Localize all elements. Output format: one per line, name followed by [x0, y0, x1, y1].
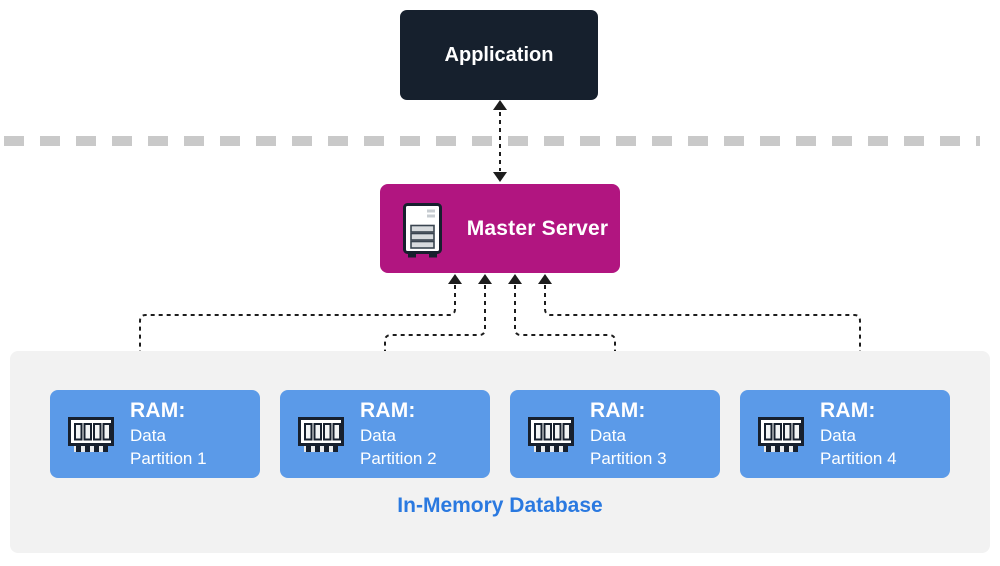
- ram-line-1: Data: [590, 426, 626, 445]
- application-label: Application: [444, 43, 554, 66]
- ram-partition-4-text: RAM: Data Partition 4: [820, 398, 897, 470]
- ram-partition-2-text: RAM: Data Partition 2: [360, 398, 437, 470]
- ram-stick-icon: [68, 417, 114, 453]
- tier-divider-dashed-line: [4, 136, 980, 146]
- ram-line-2: Partition 4: [820, 449, 897, 468]
- ram-partition-4-node: RAM: Data Partition 4: [740, 390, 950, 478]
- master-server-label: Master Server: [466, 216, 609, 240]
- ram-heading: RAM:: [820, 399, 876, 422]
- ram-heading: RAM:: [360, 399, 416, 422]
- ram-partition-1-node: RAM: Data Partition 1: [50, 390, 260, 478]
- in-memory-database-panel: RAM: Data Partition 1: [10, 351, 990, 553]
- ram-partition-3-node: RAM: Data Partition 3: [510, 390, 720, 478]
- server-tower-icon: [403, 203, 443, 259]
- ram-line-2: Partition 3: [590, 449, 667, 468]
- ram-line-2: Partition 1: [130, 449, 207, 468]
- ram-heading: RAM:: [590, 399, 646, 422]
- ram-line-1: Data: [360, 426, 396, 445]
- ram-partition-3-text: RAM: Data Partition 3: [590, 398, 667, 470]
- master-server-node: Master Server: [380, 184, 620, 273]
- in-memory-database-label: In-Memory Database: [397, 494, 603, 517]
- application-node: Application: [400, 10, 598, 100]
- ram-stick-icon: [528, 417, 574, 453]
- ram-line-2: Partition 2: [360, 449, 437, 468]
- ram-line-1: Data: [130, 426, 166, 445]
- ram-stick-icon: [298, 417, 344, 453]
- ram-partition-1-text: RAM: Data Partition 1: [130, 398, 207, 470]
- ram-partition-2-node: RAM: Data Partition 2: [280, 390, 490, 478]
- ram-stick-icon: [758, 417, 804, 453]
- ram-line-1: Data: [820, 426, 856, 445]
- ram-heading: RAM:: [130, 399, 186, 422]
